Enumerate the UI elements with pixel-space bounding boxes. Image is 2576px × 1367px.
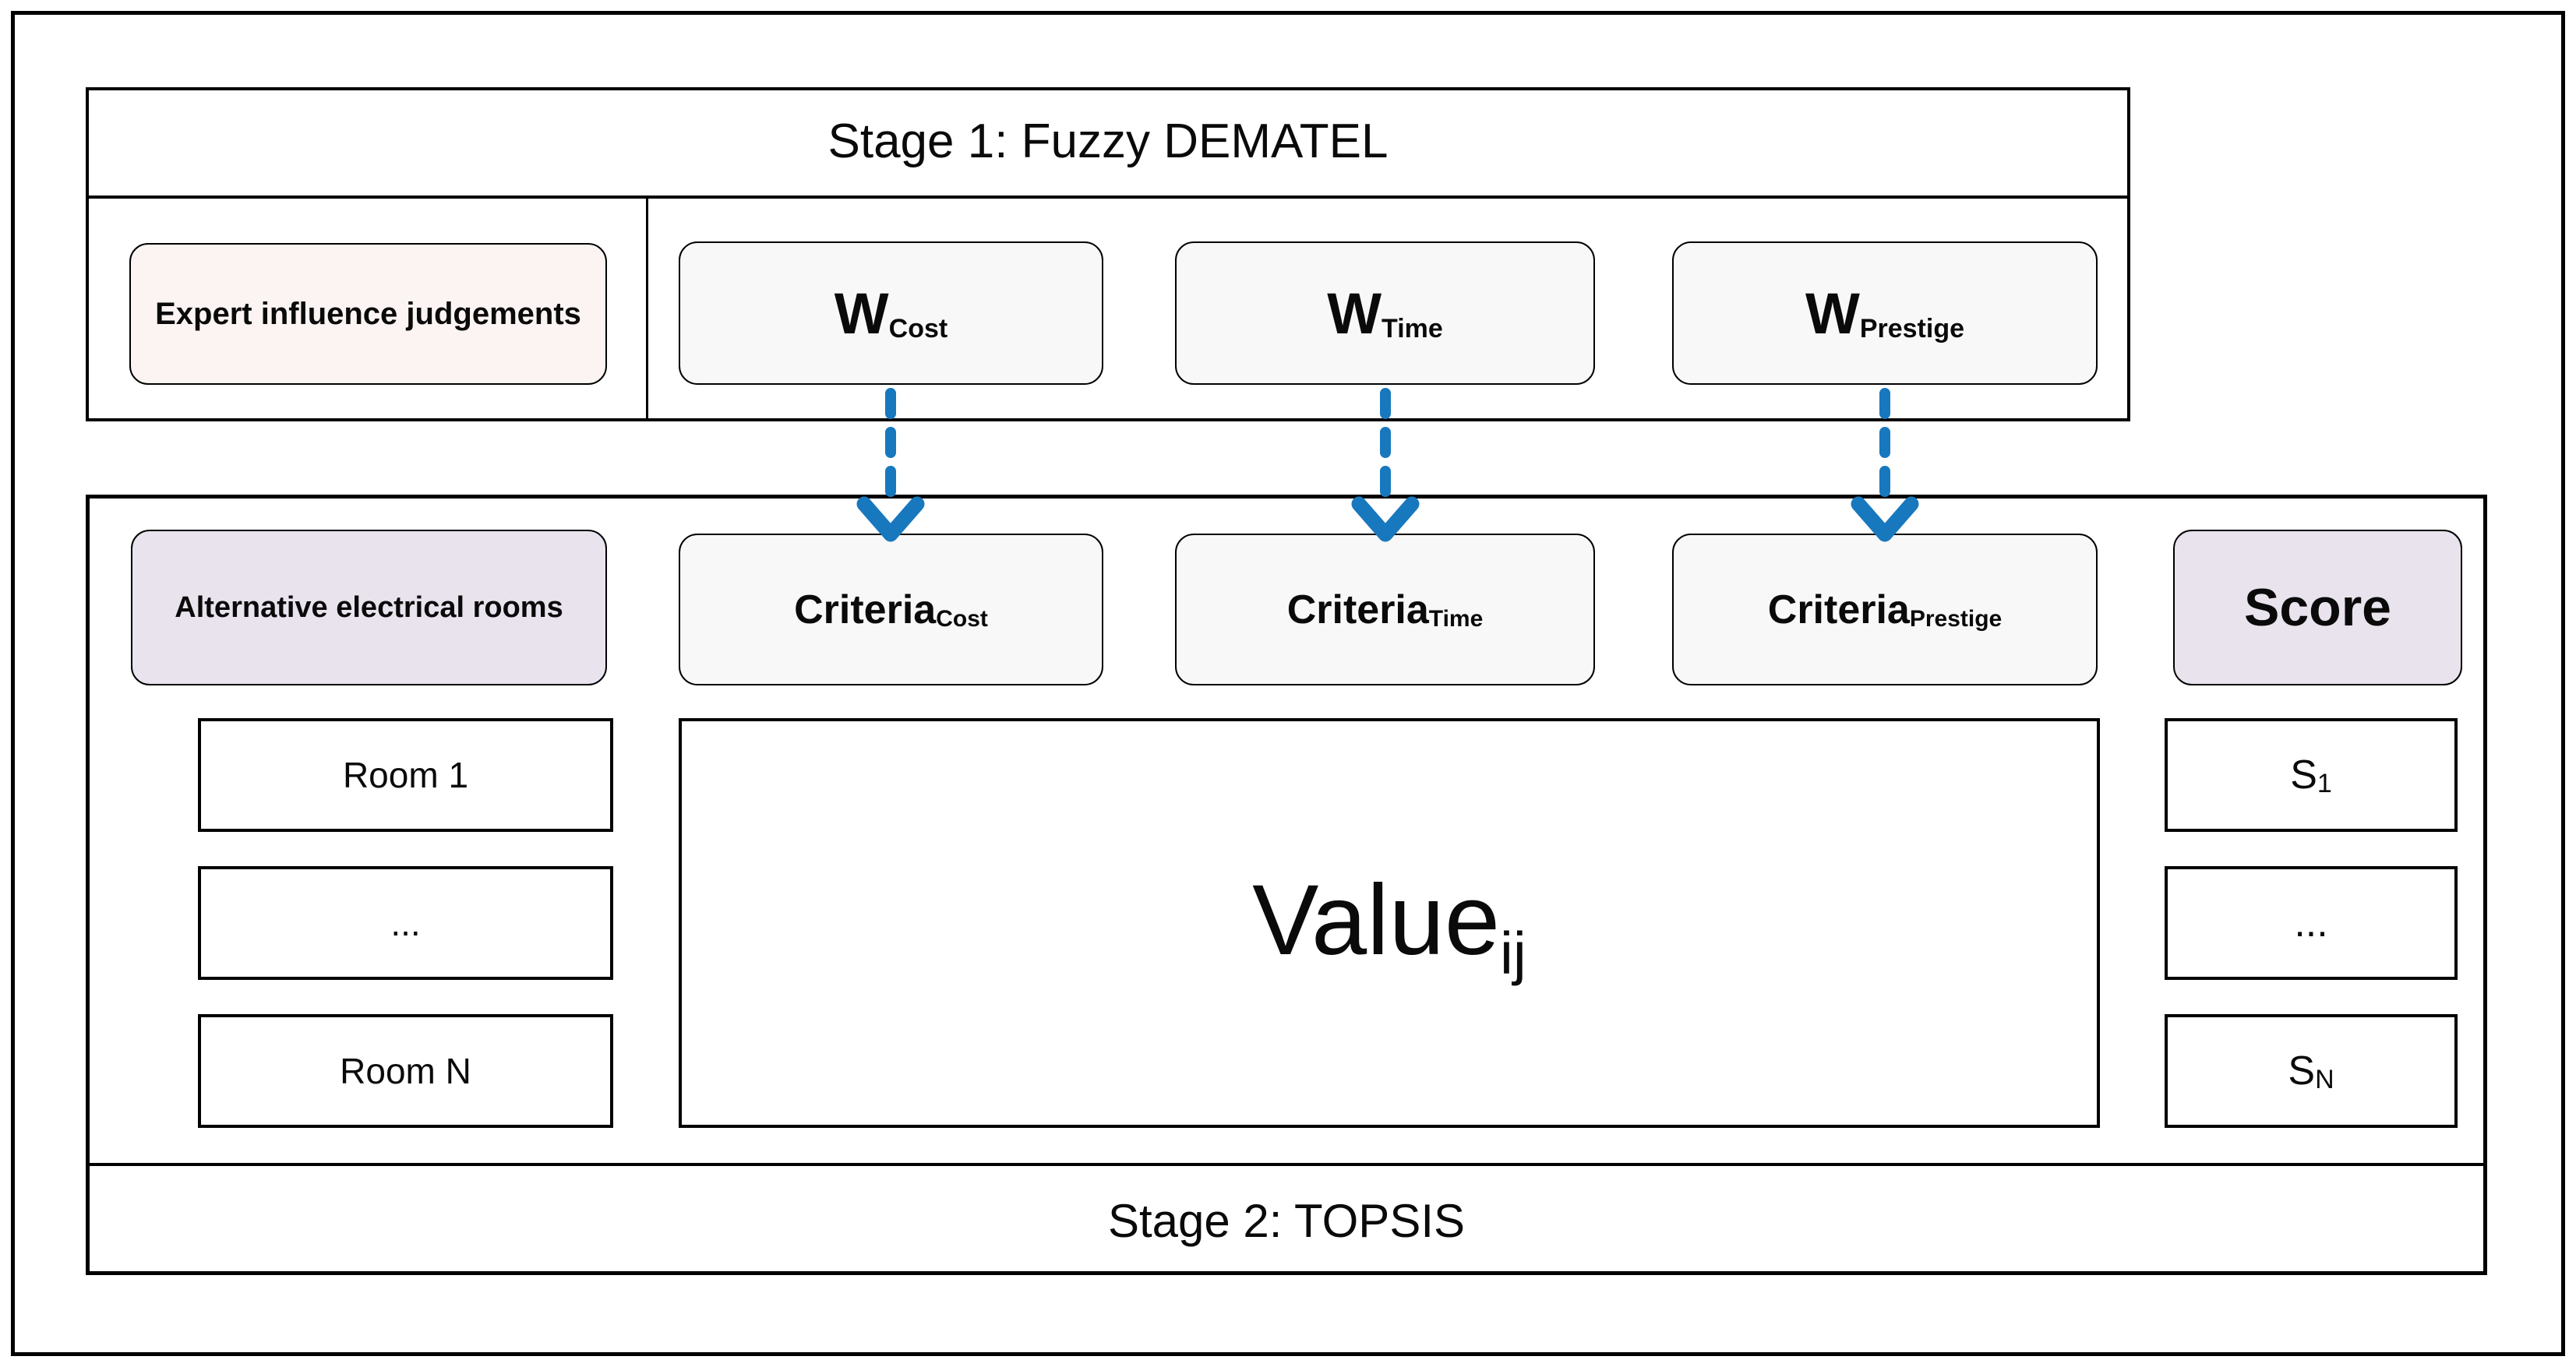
criteria-cost-box: CriteriaCost	[679, 534, 1103, 685]
score-n-box: SN	[2165, 1014, 2458, 1128]
room-1-box: Room 1	[198, 718, 613, 832]
outer-frame	[11, 11, 2565, 1356]
stage1-divider	[646, 199, 648, 421]
score-n-subscript: N	[2315, 1064, 2334, 1094]
criteria-cost-subscript: Cost	[936, 605, 988, 632]
expert-judgements-box: Expert influence judgements	[129, 243, 607, 385]
stage1-title: Stage 1: Fuzzy DEMATEL	[86, 87, 2130, 199]
criteria-prestige-box: CriteriaPrestige	[1672, 534, 2098, 685]
scores-ellipsis-label: ...	[2294, 900, 2328, 946]
value-matrix-subscript: ij	[1500, 920, 1526, 987]
score-header-box: Score	[2173, 530, 2462, 685]
room-n-label: Room N	[340, 1051, 471, 1091]
stage2-title-divider	[86, 1163, 2487, 1166]
score-1-box: S1	[2165, 718, 2458, 832]
stage2-title: Stage 2: TOPSIS	[86, 1166, 2487, 1275]
score-header-label: Score	[2244, 578, 2391, 637]
weight-prestige-box: WPrestige	[1672, 241, 2098, 385]
score-1-label: S1	[2290, 752, 2332, 798]
score-n-label: SN	[2288, 1048, 2334, 1094]
expert-judgements-label: Expert influence judgements	[155, 296, 581, 331]
weight-prestige-subscript: Prestige	[1859, 313, 1965, 344]
stage2-title-text: Stage 2: TOPSIS	[1107, 1194, 1466, 1247]
rooms-ellipsis-label: ...	[390, 903, 421, 943]
stage1-title-text: Stage 1: Fuzzy DEMATEL	[827, 115, 1389, 168]
weight-prestige-label: WPrestige	[1805, 280, 1965, 346]
weight-cost-subscript: Cost	[888, 313, 948, 344]
alternatives-label: Alternative electrical rooms	[175, 590, 563, 624]
criteria-time-box: CriteriaTime	[1175, 534, 1595, 685]
scores-ellipsis-box: ...	[2165, 866, 2458, 980]
weight-time-label: WTime	[1327, 280, 1443, 346]
criteria-prestige-label: CriteriaPrestige	[1767, 587, 2003, 632]
value-matrix-box: Valueij	[679, 718, 2100, 1128]
weight-cost-box: WCost	[679, 241, 1103, 385]
weight-cost-label: WCost	[834, 280, 948, 346]
criteria-cost-label: CriteriaCost	[794, 587, 988, 632]
value-matrix-label: Valueij	[1252, 864, 1526, 987]
room-1-label: Room 1	[342, 755, 469, 795]
weight-time-subscript: Time	[1382, 313, 1443, 344]
criteria-time-label: CriteriaTime	[1286, 587, 1484, 632]
criteria-time-subscript: Time	[1428, 605, 1484, 632]
alternatives-box: Alternative electrical rooms	[131, 530, 607, 685]
criteria-prestige-subscript: Prestige	[1909, 605, 2003, 632]
rooms-ellipsis-box: ...	[198, 866, 613, 980]
score-1-subscript: 1	[2317, 768, 2332, 798]
room-n-box: Room N	[198, 1014, 613, 1128]
weight-time-box: WTime	[1175, 241, 1595, 385]
